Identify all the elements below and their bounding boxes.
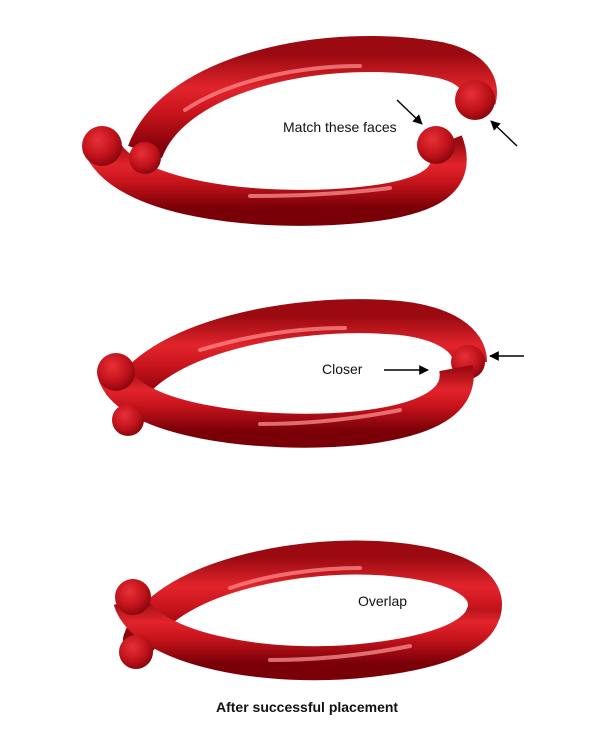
tube-overlap-cap bbox=[129, 142, 161, 174]
tube-end-face-left bbox=[115, 579, 151, 615]
arrow-to-lower-face bbox=[396, 99, 423, 125]
label-match-faces: Match these faces bbox=[283, 119, 397, 135]
tube-overlap-cap bbox=[119, 635, 153, 669]
ring-open bbox=[82, 36, 497, 226]
label-closer: Closer bbox=[322, 361, 363, 377]
arrow-to-upper-face bbox=[490, 120, 518, 147]
tube-end-face-lower bbox=[417, 126, 455, 164]
ring-closer bbox=[97, 299, 487, 448]
tube-end-face-upper bbox=[455, 80, 495, 120]
tube-end-face-left bbox=[82, 126, 122, 166]
tube-end-face-left bbox=[97, 353, 135, 391]
tube-overlap-cap bbox=[112, 404, 144, 436]
caption: After successful placement bbox=[216, 699, 398, 715]
label-overlap: Overlap bbox=[358, 593, 407, 609]
ring-overlap bbox=[113, 540, 502, 681]
